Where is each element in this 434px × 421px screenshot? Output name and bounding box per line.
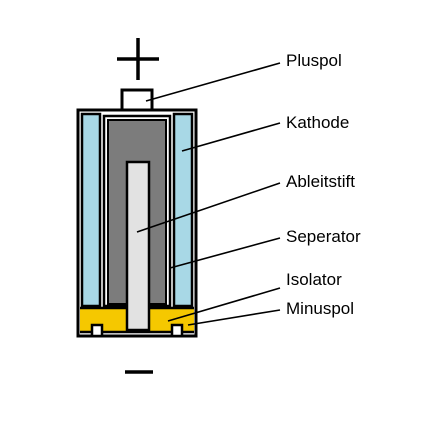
casing-wall-left: [80, 112, 102, 308]
collector-pin: [125, 160, 151, 332]
label-isolator: Isolator: [286, 270, 342, 289]
bottom-contact: [90, 323, 184, 338]
label-ableitstift: Ableitstift: [286, 172, 355, 191]
label-minuspol: Minuspol: [286, 299, 354, 318]
plus-sign-icon: [117, 38, 159, 80]
casing-wall-right: [172, 112, 194, 308]
label-pluspol: Pluspol: [286, 51, 342, 70]
label-seperator: Seperator: [286, 227, 361, 246]
leader-lines: [136, 62, 281, 326]
label-kathode: Kathode: [286, 113, 349, 132]
